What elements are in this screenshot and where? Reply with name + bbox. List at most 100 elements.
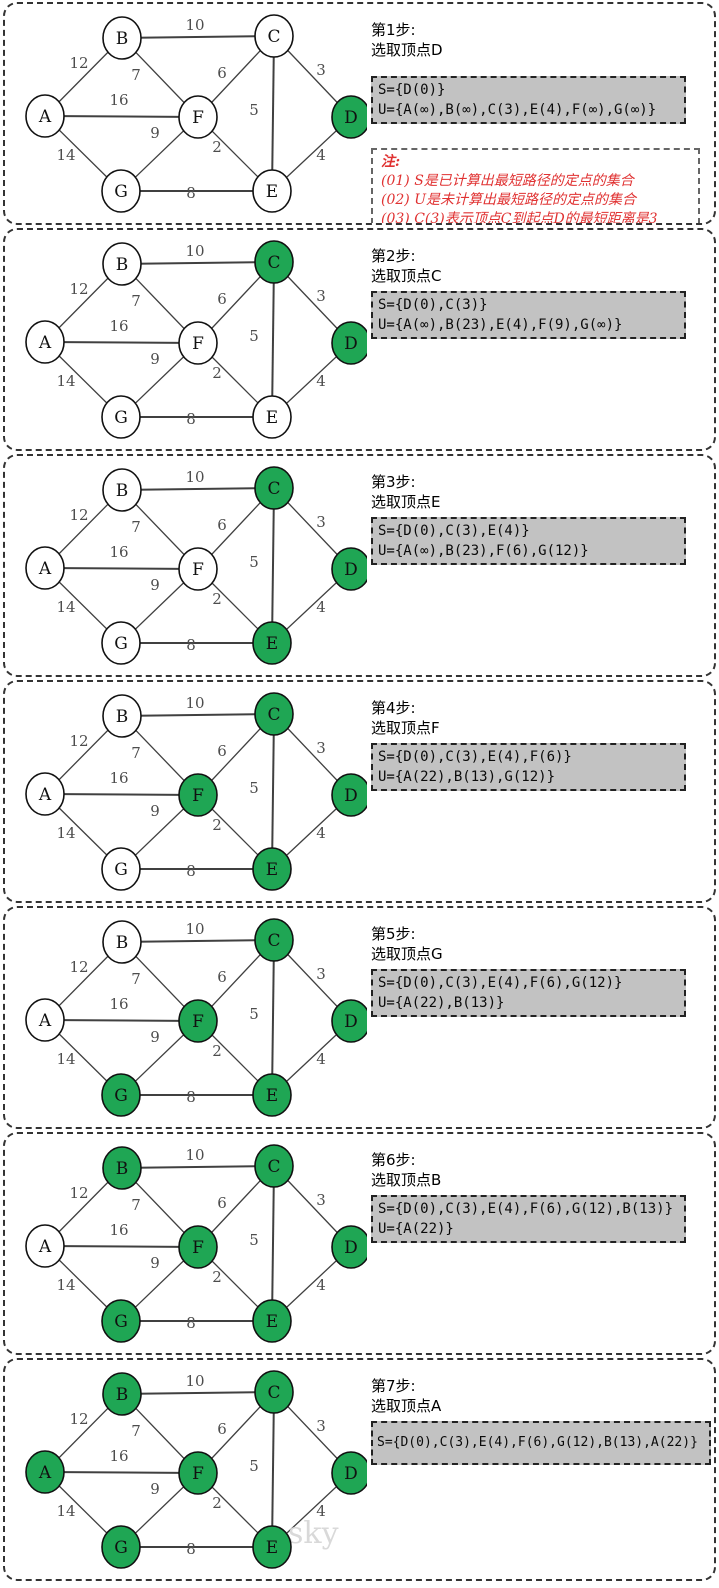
edge-weight-label-CD: 3 [316, 513, 326, 531]
edge-weight-label-CF: 6 [217, 1194, 227, 1212]
node-label-A: A [38, 1463, 52, 1483]
node-label-E: E [266, 182, 278, 202]
node-label-B: B [116, 707, 129, 727]
edge-weight-label-EG: 8 [186, 636, 196, 654]
node-label-D: D [344, 1012, 358, 1032]
edge-weight-label-AB: 12 [69, 280, 88, 298]
edge-weight-label-DE: 4 [316, 146, 326, 164]
s-set-line: S={D(0)} [378, 82, 446, 98]
node-circle-G [101, 395, 141, 439]
edge-weight-label-EG: 8 [186, 184, 196, 202]
step-subtitle: 选取顶点C [371, 267, 442, 285]
edge-weight-label-DE: 4 [316, 372, 326, 390]
graph-edge-AF [44, 793, 199, 796]
graph-node-B: B [102, 16, 142, 60]
node-label-B: B [116, 255, 129, 275]
step-title: 第7步: [371, 1377, 416, 1395]
edge-weight-label-EF: 2 [212, 138, 222, 156]
node-label-F: F [192, 108, 204, 128]
edge-weight-label-AB: 12 [69, 1410, 88, 1428]
node-circle-D [331, 999, 367, 1043]
edge-weight-label-CE: 5 [249, 101, 259, 119]
edge-weight-label-AG: 14 [56, 598, 75, 616]
edge-weight-label-BF: 7 [131, 292, 141, 310]
u-set-line: U={A(22),B(13)} [378, 995, 505, 1011]
edge-weight-label-AG: 14 [56, 1050, 75, 1068]
graph-node-E: E [252, 1525, 292, 1569]
edge-weight-label-AG: 14 [56, 372, 75, 390]
node-label-G: G [114, 182, 128, 202]
node-label-D: D [344, 1464, 358, 1484]
edge-weight-label-DE: 4 [316, 824, 326, 842]
edge-weight-label-CF: 6 [217, 1420, 227, 1438]
set-box: S={D(0),C(3),E(4),F(6)} U={A(22),B(13),G… [371, 743, 686, 791]
edge-weight-label-CE: 5 [249, 1457, 259, 1475]
edge-weight-label-CF: 6 [217, 516, 227, 534]
node-label-C: C [267, 27, 280, 47]
node-circle-C [254, 1370, 294, 1414]
graph-edge-BC [121, 1165, 275, 1169]
graph-edge-BC [121, 939, 275, 943]
graph-node-A: A [25, 998, 65, 1042]
node-label-G: G [114, 1086, 128, 1106]
edge-weight-label-CE: 5 [249, 1005, 259, 1023]
graph-edge-CE [271, 35, 275, 192]
s-set-line: S={D(0),C(3),E(4),F(6),G(12)} [378, 975, 623, 991]
graph-node-C: C [254, 14, 294, 58]
graph-node-D: D [331, 95, 367, 139]
step-subtitle: 选取顶点E [371, 493, 441, 511]
edge-weight-label-CE: 5 [249, 1231, 259, 1249]
edge-weight-label-AF: 16 [109, 91, 128, 109]
graph-edge-AF [44, 567, 199, 570]
step-text-column: 第6步: 选取顶点B S={D(0),C(3),E(4),F(6),G(12),… [371, 1150, 707, 1243]
edge-weight-label-AG: 14 [56, 146, 75, 164]
node-circle-D [331, 95, 367, 139]
graph-node-A: A [25, 772, 65, 816]
graph-node-G: G [101, 1525, 141, 1569]
edge-weight-label-BC: 10 [185, 468, 204, 486]
s-set-line: S={D(0),C(3),E(4)} [378, 523, 530, 539]
edge-weight-label-EF: 2 [212, 1494, 222, 1512]
node-circle-E [252, 1073, 292, 1117]
graph-edge-CE [271, 1391, 275, 1548]
step-text-column: 第1步: 选取顶点D S={D(0)} U={A(∞),B(∞),C(3),E(… [371, 20, 707, 225]
node-circle-B [102, 242, 142, 286]
node-label-E: E [266, 634, 278, 654]
graph-edge-BC [121, 261, 275, 265]
edge-weight-label-DE: 4 [316, 1502, 326, 1520]
edge-weight-label-BF: 7 [131, 1196, 141, 1214]
graph-node-B: B [102, 694, 142, 738]
graph-edge-AF [44, 1471, 199, 1474]
edge-weight-label-CD: 3 [316, 965, 326, 983]
node-circle-A [25, 1224, 65, 1268]
graph-node-E: E [252, 621, 292, 665]
step-subtitle: 选取顶点B [371, 1171, 442, 1189]
node-circle-G [101, 621, 141, 665]
node-label-G: G [114, 634, 128, 654]
note-line: (03) C(3)表示顶点C到起点D的最短距离是3 [381, 211, 658, 225]
node-circle-A [25, 1450, 65, 1494]
graph-edge-AF [44, 115, 199, 118]
graph-node-F: F [178, 321, 218, 365]
graph-node-D: D [331, 773, 367, 817]
edge-weight-label-BC: 10 [185, 16, 204, 34]
edge-weight-label-CE: 5 [249, 327, 259, 345]
node-circle-G [101, 169, 141, 213]
edge-weight-label-DE: 4 [316, 598, 326, 616]
graph-edge-AF [44, 1019, 199, 1022]
edge-weight-label-BF: 7 [131, 970, 141, 988]
set-box: S={D(0)} U={A(∞),B(∞),C(3),E(4),F(∞),G(∞… [371, 76, 686, 124]
node-circle-F [178, 1225, 218, 1269]
edge-weight-label-FG: 9 [150, 1480, 160, 1498]
node-label-A: A [38, 1011, 52, 1031]
graph-node-E: E [252, 1299, 292, 1343]
edge-weight-label-AB: 12 [69, 732, 88, 750]
edge-weight-label-AF: 16 [109, 995, 128, 1013]
graph-node-C: C [254, 466, 294, 510]
